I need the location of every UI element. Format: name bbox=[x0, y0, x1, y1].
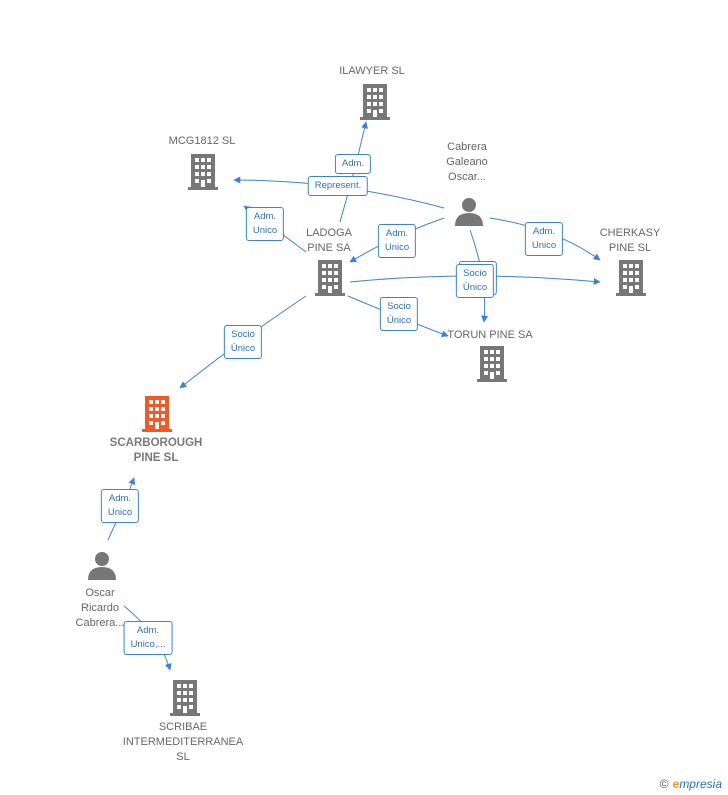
node-label-mcg1812: MCG1812 SL bbox=[168, 135, 236, 147]
edge-label-adm-unico-mcg1812[interactable]: Adm. Unico bbox=[245, 207, 285, 241]
edge-label-socio-unico-cabrera[interactable]: Socio Único bbox=[455, 264, 495, 298]
node-label-ladoga: LADOGA PINE SA bbox=[306, 227, 352, 254]
node-label-oscar: Oscar Ricardo Cabrera... bbox=[75, 587, 125, 629]
brand-initial: e bbox=[672, 777, 680, 791]
edge-label-adm-unico-cherkasy[interactable]: Adm. Unico bbox=[524, 222, 564, 256]
node-label-cherkasy: CHERKASY PINE SL bbox=[599, 227, 661, 254]
empresia-watermark[interactable]: ©empresia bbox=[660, 777, 722, 791]
edge-label-adm-unico-scarborough[interactable]: Adm. Unico bbox=[100, 489, 140, 523]
node-label-cabrera: Cabrera Galeano Oscar... bbox=[446, 141, 488, 183]
edge-label-socio-unico-scarborough[interactable]: Socio Único bbox=[223, 325, 263, 359]
building-icon[interactable] bbox=[477, 346, 507, 382]
building-icon[interactable] bbox=[360, 84, 390, 120]
building-icon[interactable] bbox=[616, 260, 646, 296]
node-label-ilawyer: ILAWYER SL bbox=[339, 65, 405, 77]
node-label-torun: TORUN PINE SA bbox=[447, 329, 533, 341]
edge-label-adm-unico-scribae[interactable]: Adm. Unico,... bbox=[123, 621, 173, 655]
building-icon[interactable] bbox=[142, 396, 172, 432]
edge-label-represent[interactable]: Represent. bbox=[307, 176, 369, 196]
edge-label-adm-ilawyer[interactable]: Adm. bbox=[334, 154, 372, 174]
edge-label-socio-unico-torun[interactable]: Socio Único bbox=[379, 297, 419, 331]
copyright-icon: © bbox=[659, 777, 669, 791]
brand-name: mpresia bbox=[679, 777, 722, 791]
node-label-scribae: SCRIBAE INTERMEDITERRANEA SL bbox=[122, 721, 244, 763]
person-icon[interactable] bbox=[454, 196, 484, 226]
building-icon[interactable] bbox=[188, 154, 218, 190]
building-icon[interactable] bbox=[315, 260, 345, 296]
building-icon[interactable] bbox=[170, 680, 200, 716]
node-label-scarborough: SCARBOROUGH PINE SL bbox=[109, 437, 203, 464]
edge-label-adm-unico-ladoga[interactable]: Adm. Unico bbox=[377, 224, 417, 258]
person-icon[interactable] bbox=[87, 550, 117, 580]
